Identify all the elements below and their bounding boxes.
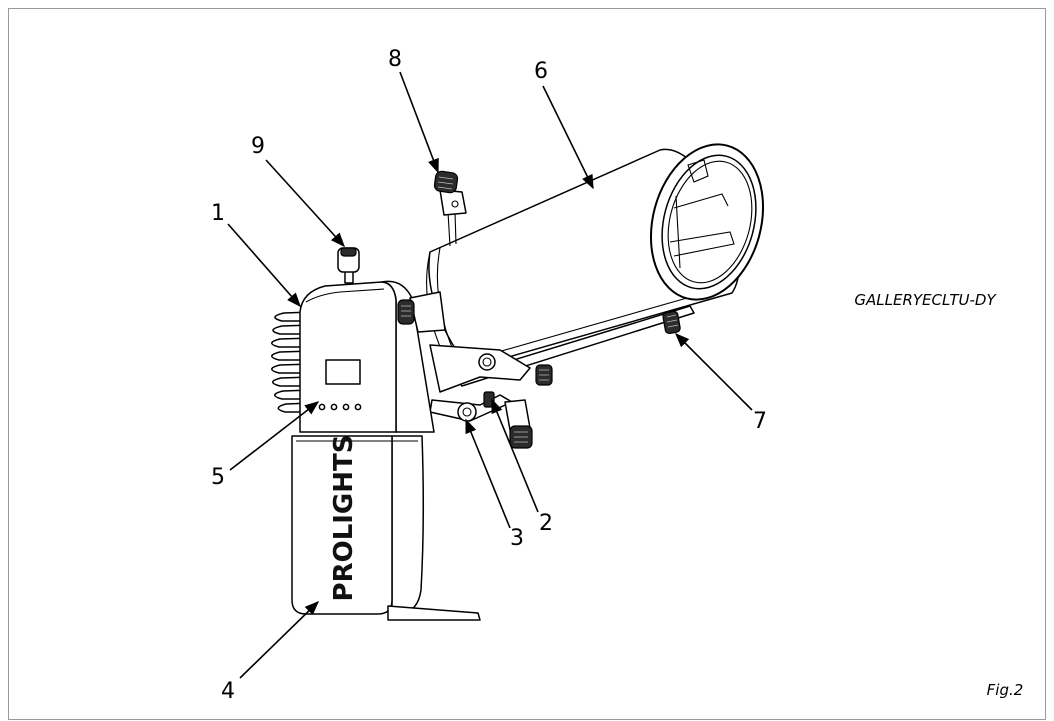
base-front bbox=[291, 435, 393, 615]
leader-7 bbox=[674, 332, 753, 411]
leader-9 bbox=[265, 159, 345, 248]
callout-7: 7 bbox=[753, 409, 767, 434]
tilt-lock-round-inner bbox=[462, 407, 472, 417]
yoke-pivot-hole bbox=[478, 353, 496, 371]
callout-5: 5 bbox=[211, 465, 225, 490]
barrel-clamp-knob-ridges bbox=[401, 305, 411, 317]
brand-logo-text: PROLIGHTS bbox=[329, 435, 359, 602]
zoom-knob-shaft bbox=[447, 211, 457, 247]
yoke-side-knob-ridges bbox=[539, 369, 549, 381]
yoke-bracket bbox=[429, 344, 553, 449]
leader-6 bbox=[542, 85, 594, 190]
front-ring-inner bbox=[661, 154, 757, 290]
leader-8 bbox=[399, 71, 439, 174]
focus-knob-front-head bbox=[662, 310, 681, 335]
callout-1: 1 bbox=[211, 201, 225, 226]
head-body bbox=[299, 280, 435, 433]
control-button bbox=[330, 403, 338, 411]
figure-frame bbox=[8, 8, 1046, 720]
mounting-foot bbox=[387, 605, 481, 621]
leader-2 bbox=[491, 398, 539, 513]
callout-numbers: 1 2 3 4 5 6 7 8 9 bbox=[211, 47, 767, 704]
zoom-knob-ridges bbox=[437, 176, 454, 190]
callout-8: 8 bbox=[388, 47, 402, 72]
model-label: GALLERYECLTU-DY bbox=[854, 291, 997, 309]
callout-3: 3 bbox=[510, 526, 524, 551]
front-ring-lip bbox=[667, 160, 753, 284]
focus-knob-front bbox=[662, 310, 681, 335]
gate-detail-top bbox=[687, 159, 709, 183]
callout-6: 6 bbox=[534, 59, 548, 84]
zoom-knob-clamp-hole bbox=[451, 200, 459, 208]
pan-lock-knob bbox=[337, 247, 360, 284]
yoke-pivot-hole-inner bbox=[482, 357, 492, 367]
leader-1 bbox=[227, 223, 301, 308]
figure-number: Fig.2 bbox=[987, 681, 1024, 699]
gate-shutter-lower bbox=[669, 231, 735, 257]
leader-3 bbox=[465, 418, 511, 529]
callout-4: 4 bbox=[221, 679, 235, 704]
callout-2: 2 bbox=[539, 511, 553, 536]
control-button bbox=[342, 403, 350, 411]
control-button bbox=[318, 403, 326, 411]
head-top-bevel bbox=[305, 288, 385, 303]
gate-edge bbox=[675, 195, 681, 269]
yoke-upper-arm bbox=[429, 344, 531, 393]
t-handle-ridges bbox=[514, 431, 528, 443]
tilt-lock-round bbox=[457, 402, 477, 422]
callout-leaders bbox=[227, 71, 753, 679]
display-screen bbox=[325, 359, 361, 385]
control-button bbox=[354, 403, 362, 411]
zoom-knob bbox=[433, 170, 467, 247]
tilt-lock-knob bbox=[483, 391, 495, 408]
pan-lock-knob-cap bbox=[340, 247, 357, 257]
leader-4 bbox=[239, 600, 320, 679]
callout-9: 9 bbox=[251, 134, 265, 159]
head-body-front bbox=[299, 281, 397, 433]
zoom-knob-head bbox=[433, 170, 459, 194]
base-side bbox=[391, 435, 425, 615]
barrel-clamp-knob bbox=[397, 291, 446, 333]
leader-5 bbox=[229, 401, 320, 471]
barrel-seam bbox=[469, 289, 716, 361]
barrel-clamp-plate bbox=[409, 291, 446, 333]
focus-knob-front-ridges bbox=[666, 314, 679, 328]
gate-shutter-upper bbox=[673, 193, 729, 209]
barrel-clamp-knob-head bbox=[397, 299, 415, 325]
power-supply-base: PROLIGHTS bbox=[291, 435, 481, 621]
